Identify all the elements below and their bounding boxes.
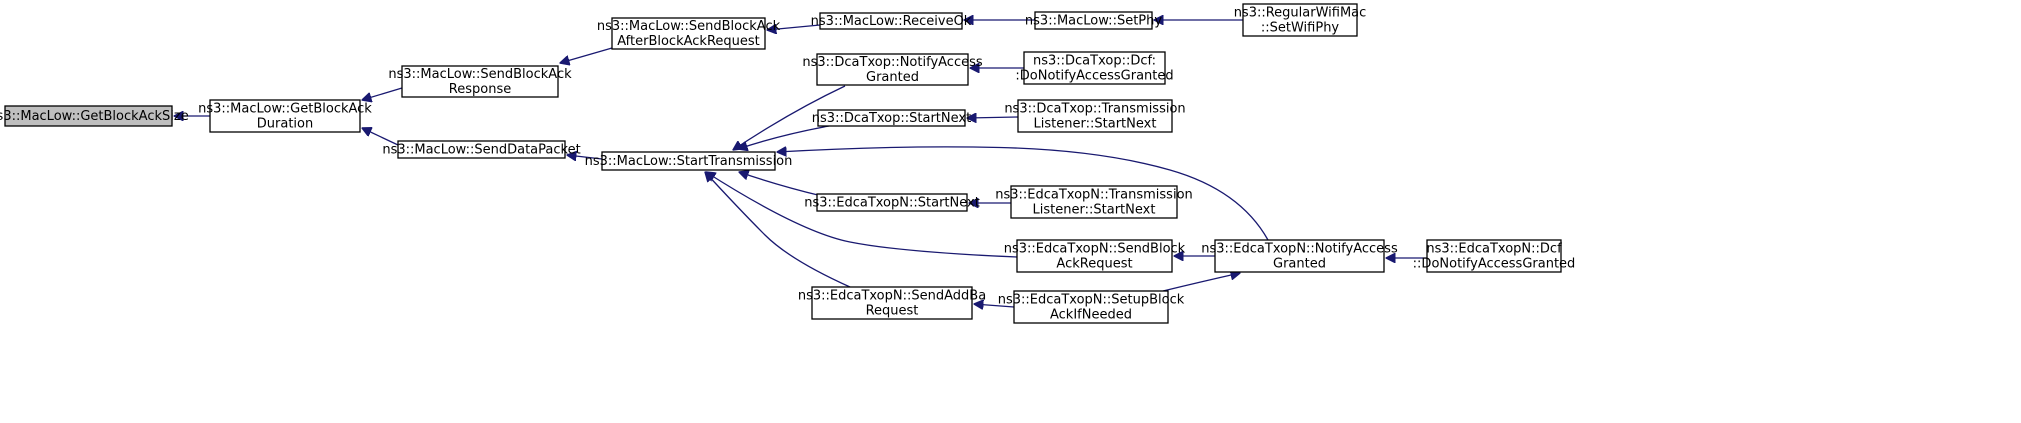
node-label-line: AckRequest bbox=[1056, 257, 1132, 272]
node-label-line: ::DoNotifyAccessGranted bbox=[1413, 257, 1576, 272]
node-box[interactable] bbox=[601, 151, 776, 171]
node-label-line: Duration bbox=[257, 117, 313, 132]
node-label-line: ns3::MacLow::ReceiveOk bbox=[811, 14, 972, 29]
graph-node[interactable]: ns3::EdcaTxopN::StartNext bbox=[804, 193, 980, 212]
graph-node[interactable]: ns3::EdcaTxopN::NotifyAccessGranted bbox=[1201, 239, 1398, 273]
graph-node[interactable]: ns3::MacLow::SetPhy bbox=[1025, 11, 1162, 30]
graph-node[interactable]: ns3::EdcaTxopN::TransmissionListener::St… bbox=[995, 185, 1193, 219]
call-edge-n2-to-n1 bbox=[362, 87, 403, 100]
call-edge-n19-to-n16 bbox=[1162, 273, 1240, 292]
node-label-line: ns3::MacLow::SendBlockAck bbox=[597, 19, 781, 34]
node-label-line: ns3::MacLow::SendBlockAck bbox=[388, 67, 572, 82]
graph-node[interactable]: ns3::MacLow::SendDataPacket bbox=[382, 140, 581, 159]
node-label-line: ns3::EdcaTxopN::StartNext bbox=[804, 196, 980, 211]
node-box[interactable] bbox=[816, 193, 968, 212]
node-label-line: ns3::EdcaTxopN::SendAddBa bbox=[798, 289, 986, 304]
node-box[interactable] bbox=[1242, 3, 1358, 37]
node-label-line: AfterBlockAckRequest bbox=[617, 34, 760, 49]
node-box[interactable] bbox=[1013, 290, 1169, 324]
node-box[interactable] bbox=[1034, 11, 1153, 30]
node-label-line: ns3::MacLow::StartTransmission bbox=[585, 154, 793, 169]
graph-node[interactable]: ns3::MacLow::ReceiveOk bbox=[811, 12, 972, 30]
node-label-line: ns3::EdcaTxopN::SetupBlock bbox=[998, 293, 1185, 308]
graph-node[interactable]: ns3::DcaTxop::StartNext bbox=[812, 109, 971, 127]
graph-node[interactable]: ns3::MacLow::StartTransmission bbox=[585, 151, 793, 171]
node-label-line: AckIfNeeded bbox=[1050, 308, 1132, 323]
node-label-line: Response bbox=[449, 82, 511, 97]
call-edge-n3-to-n1 bbox=[362, 128, 399, 146]
node-box[interactable] bbox=[816, 53, 969, 86]
graph-node[interactable]: ns3::DcaTxop::NotifyAccessGranted bbox=[802, 53, 983, 86]
node-box[interactable] bbox=[209, 99, 361, 133]
node-label-line: ns3::DcaTxop::Dcf: bbox=[1033, 54, 1156, 69]
call-edge-n4-to-n2 bbox=[560, 47, 613, 63]
node-label-line: ::SetWifiPhy bbox=[1261, 21, 1340, 36]
node-label-line: ns3::DcaTxop::NotifyAccess bbox=[802, 55, 983, 70]
node-label-line: ns3::MacLow::SetPhy bbox=[1025, 14, 1162, 29]
node-label-line: Granted bbox=[866, 70, 919, 85]
node-label-line: Listener::StartNext bbox=[1033, 203, 1156, 218]
node-box[interactable] bbox=[1214, 239, 1385, 273]
node-label-line: :DoNotifyAccessGranted bbox=[1015, 69, 1173, 84]
call-edge-n5-to-n3 bbox=[567, 155, 603, 159]
node-label-line: ns3::MacLow::GetBlockAck bbox=[198, 102, 372, 117]
node-box[interactable] bbox=[4, 105, 173, 127]
call-edge-n16-to-n5 bbox=[777, 146, 1269, 241]
node-box[interactable] bbox=[817, 109, 966, 127]
graph-node[interactable]: ns3::DcaTxop::TransmissionListener::Star… bbox=[1004, 99, 1186, 133]
node-box[interactable] bbox=[819, 12, 963, 30]
node-box[interactable] bbox=[1017, 99, 1173, 133]
call-edge-n18-to-n5 bbox=[705, 172, 851, 288]
node-box[interactable] bbox=[1023, 51, 1166, 85]
node-box[interactable] bbox=[1010, 185, 1178, 219]
call-edge-n12-to-n11 bbox=[967, 117, 1019, 118]
node-box[interactable] bbox=[1426, 239, 1562, 273]
edges-layer bbox=[174, 20, 1427, 307]
node-label-line: ns3::EdcaTxopN::NotifyAccess bbox=[1201, 242, 1398, 257]
node-box[interactable] bbox=[811, 286, 973, 320]
node-label-line: Granted bbox=[1273, 257, 1326, 272]
node-box[interactable] bbox=[611, 17, 766, 50]
node-label-line: ns3::EdcaTxopN::Dcf bbox=[1426, 242, 1562, 257]
node-label-line: ns3::EdcaTxopN::Transmission bbox=[995, 188, 1193, 203]
graph-node[interactable]: ns3::MacLow::SendBlockAckAfterBlockAckRe… bbox=[597, 17, 781, 50]
node-label-line: ns3::MacLow::GetBlockAckSize bbox=[0, 109, 189, 124]
node-box[interactable] bbox=[397, 140, 566, 159]
node-label-line: ns3::EdcaTxopN::SendBlock bbox=[1004, 242, 1186, 257]
node-label-line: Listener::StartNext bbox=[1034, 117, 1157, 132]
node-label-line: ns3::DcaTxop::Transmission bbox=[1004, 102, 1185, 117]
node-label-line: ns3::MacLow::SendDataPacket bbox=[382, 143, 580, 158]
node-label-line: Request bbox=[866, 304, 919, 319]
graph-node[interactable]: ns3::MacLow::GetBlockAckSize bbox=[0, 105, 189, 127]
call-edge-n11-to-n5 bbox=[738, 125, 830, 149]
call-edge-n15-to-n5 bbox=[706, 172, 1018, 258]
call-edge-n19-to-n18 bbox=[974, 304, 1015, 307]
graph-node[interactable]: ns3::EdcaTxopN::Dcf::DoNotifyAccessGrant… bbox=[1413, 239, 1576, 273]
graph-node[interactable]: ns3::RegularWifiMac::SetWifiPhy bbox=[1234, 3, 1367, 37]
node-label-line: ns3::RegularWifiMac bbox=[1234, 6, 1367, 21]
graph-node[interactable]: ns3::DcaTxop::Dcf::DoNotifyAccessGranted bbox=[1015, 51, 1174, 85]
node-label-line: ns3::DcaTxop::StartNext bbox=[812, 111, 971, 126]
call-edge-n6-to-n4 bbox=[767, 25, 821, 30]
call-edge-n13-to-n5 bbox=[739, 172, 823, 197]
node-box[interactable] bbox=[1016, 239, 1173, 273]
node-box[interactable] bbox=[401, 65, 559, 98]
